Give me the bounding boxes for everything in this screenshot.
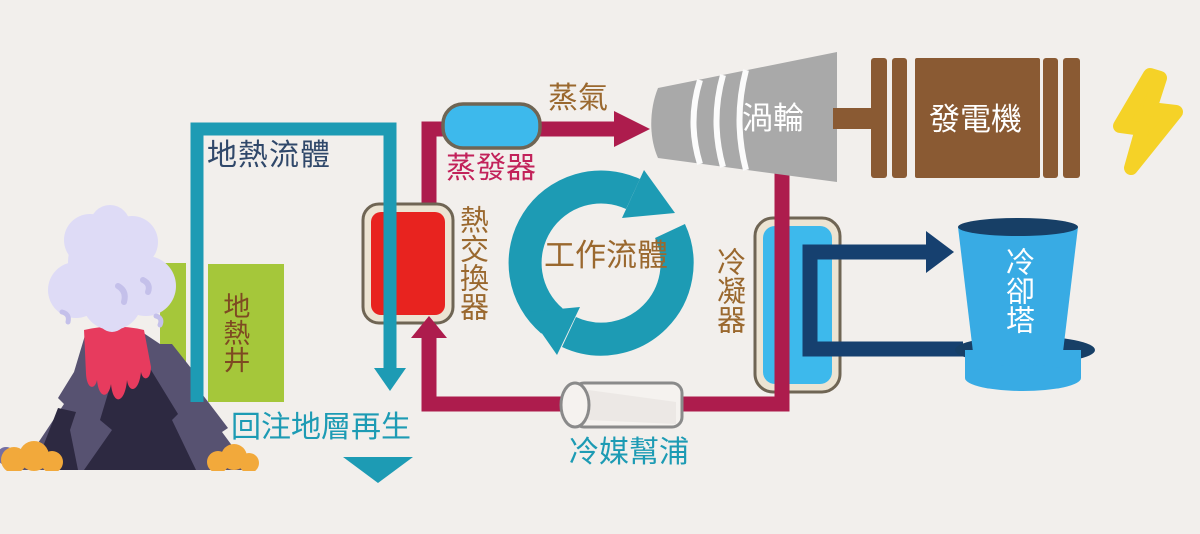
cooling-water-pipe bbox=[802, 231, 963, 357]
cooling-arrowhead bbox=[926, 231, 954, 273]
turbine-label: 渦輪 bbox=[742, 101, 804, 137]
cooling-tower-label: 冷卻塔 bbox=[1001, 247, 1036, 334]
volcano-illustration bbox=[0, 205, 290, 534]
refrigerant-pump-shape bbox=[559, 381, 684, 429]
evaporator-vessel bbox=[441, 102, 542, 150]
geothermal-pipe bbox=[190, 122, 406, 402]
generator-shape bbox=[833, 58, 1080, 178]
return-up-arrowhead bbox=[411, 316, 447, 338]
heat-exchanger-vessel bbox=[361, 202, 455, 325]
refrigerant-pump-label: 冷媒幫浦 bbox=[569, 435, 689, 470]
steam-label: 蒸氣 bbox=[548, 81, 608, 116]
smoke-cloud bbox=[48, 205, 176, 332]
working-fluid-cycle-icon bbox=[508, 170, 694, 356]
heat-exchanger-label: 熱交換器 bbox=[455, 205, 490, 321]
geothermal-well-label: 地熱井 bbox=[218, 292, 250, 373]
lightning-icon bbox=[1113, 68, 1183, 175]
reinjection-arrow-icon bbox=[343, 457, 413, 483]
turbine-shape bbox=[651, 52, 837, 182]
bushes bbox=[0, 441, 259, 473]
reinjection-down-arrowhead bbox=[374, 368, 406, 391]
steam-arrowhead bbox=[614, 111, 650, 147]
cooling-tower-shape bbox=[955, 218, 1095, 391]
evaporator-label: 蒸發器 bbox=[446, 151, 536, 186]
refrigerant-pipe-hot bbox=[421, 111, 650, 212]
generator-label: 發電機 bbox=[929, 102, 1022, 138]
condenser-label: 冷凝器 bbox=[712, 247, 747, 334]
lava-flow bbox=[84, 326, 151, 400]
geothermal-fluid-label: 地熱流體 bbox=[207, 138, 331, 173]
working-fluid-label: 工作流體 bbox=[544, 238, 668, 274]
reinjection-label: 回注地層再生 bbox=[231, 410, 411, 445]
condenser-vessel bbox=[753, 216, 842, 394]
